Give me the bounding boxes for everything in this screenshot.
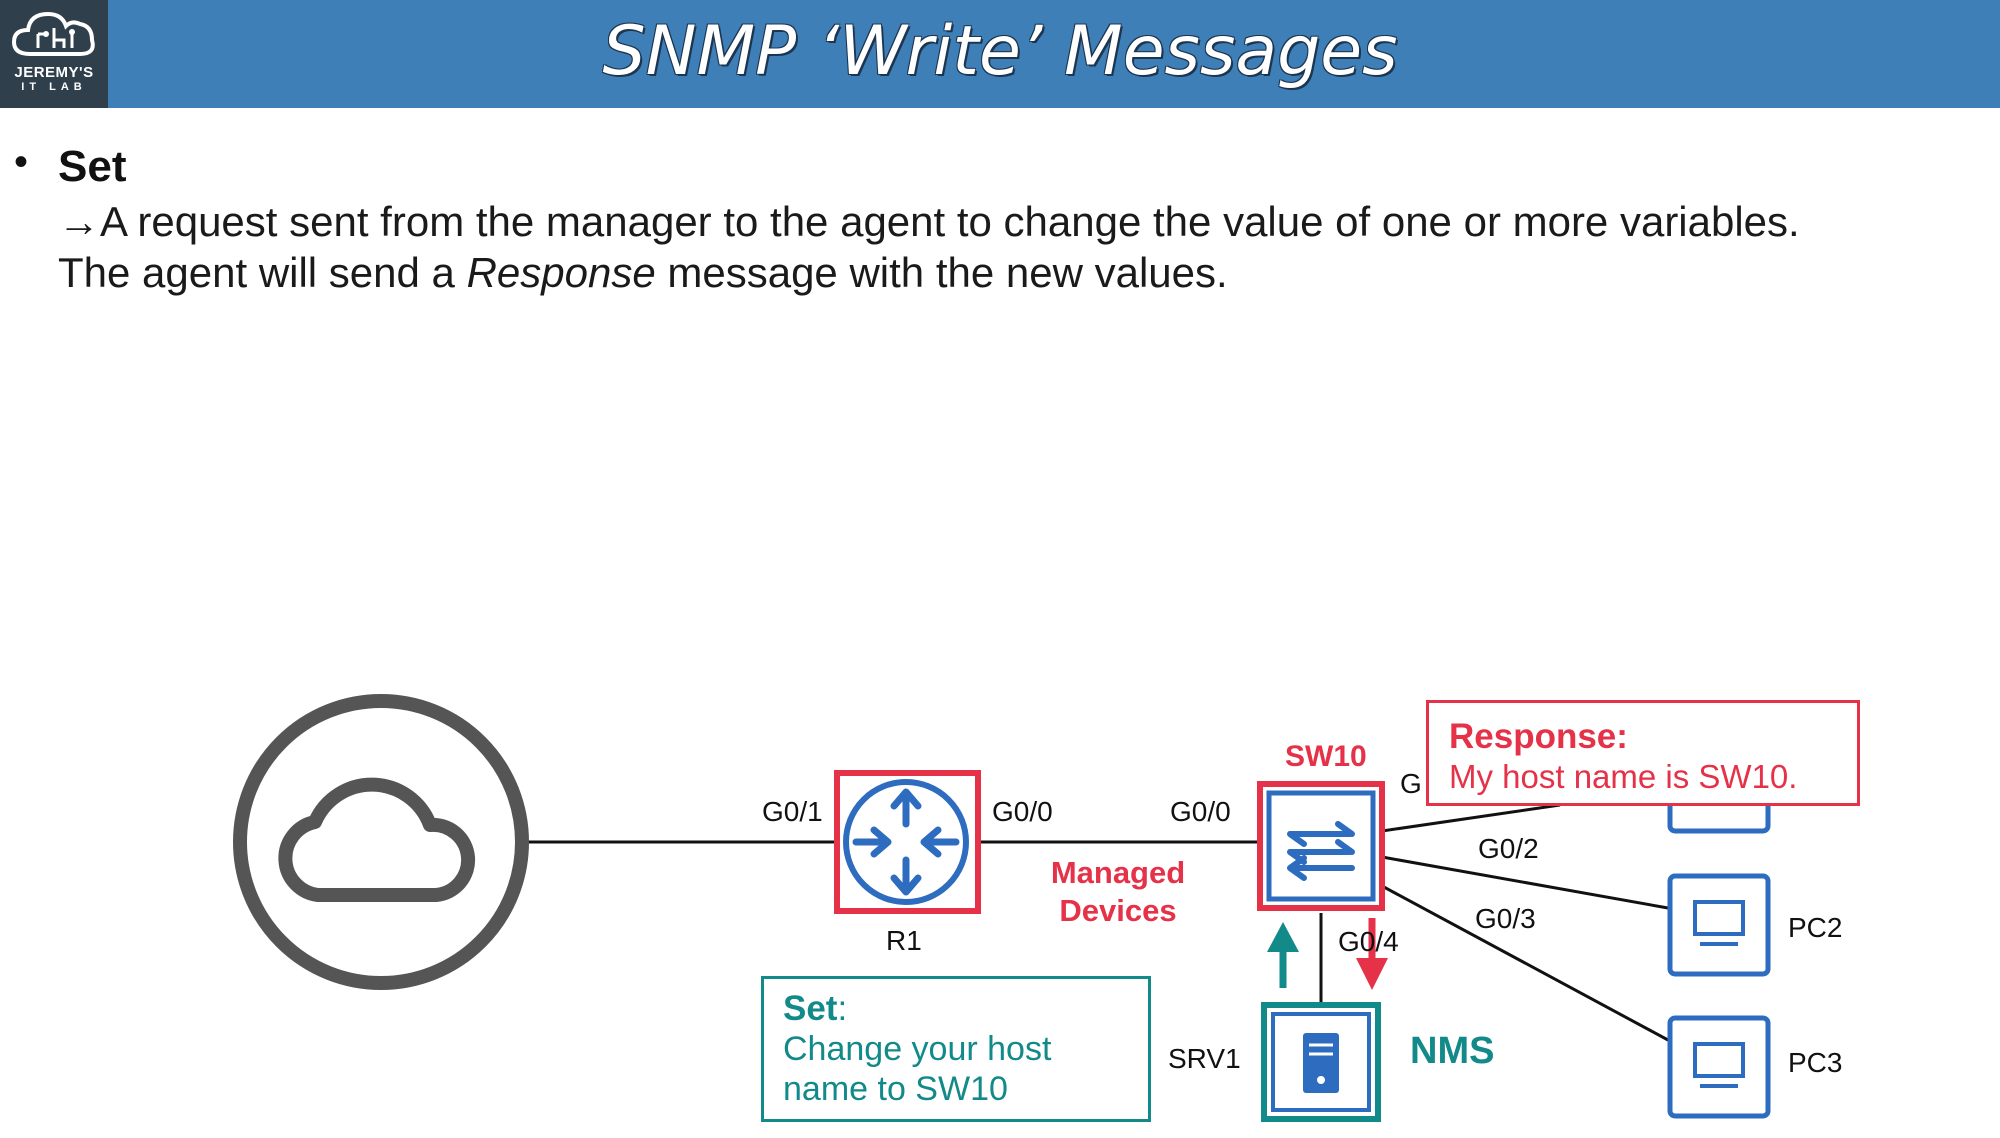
- set-callout-colon: :: [837, 989, 848, 1028]
- bullet-dot: •: [14, 140, 29, 184]
- logo-line-1: JEREMY'S: [14, 64, 94, 81]
- set-callout-title: Set:: [783, 989, 1129, 1029]
- bullet-heading: Set: [58, 142, 127, 191]
- sw10-port-left-label: G0/0: [1170, 796, 1231, 827]
- srv1-name-label: SRV1: [1168, 1043, 1241, 1074]
- sw10-name-label: SW10: [1285, 740, 1367, 773]
- slide-title: SNMP ‘Write’ Messages: [602, 12, 1398, 91]
- bullet-description: →A request sent from the manager to the …: [58, 196, 1988, 298]
- r1-name-label: R1: [886, 925, 922, 956]
- response-callout: Response: My host name is SW10.: [1426, 700, 1860, 806]
- pc3-name-label: PC3: [1788, 1047, 1843, 1078]
- managed-devices-line-1: Managed: [1050, 855, 1186, 890]
- sw10-port-srv-label: G0/4: [1338, 926, 1399, 957]
- desc-text-after: message with the new values.: [655, 249, 1228, 296]
- link-sw10-pc3: [1381, 884, 1669, 1042]
- set-callout-title-word: Set: [783, 989, 838, 1028]
- link-sw10-pc1: [1381, 803, 1561, 833]
- set-callout-line-2: name to SW10: [783, 1070, 1008, 1108]
- response-arrow-down-icon: [1356, 918, 1388, 990]
- set-callout: Set: Change your host name to SW10: [761, 976, 1151, 1122]
- switch-sw10-icon: [1257, 781, 1385, 911]
- jeremys-it-lab-logo: JEREMY'S IT LAB: [0, 0, 108, 108]
- logo-line-2: IT LAB: [21, 81, 87, 93]
- pc2-icon: [1667, 873, 1771, 977]
- description-line-2: The agent will send a Response message w…: [58, 247, 1988, 298]
- router-r1-icon: [834, 770, 981, 914]
- managed-devices-line-2: Devices: [1059, 893, 1177, 928]
- response-callout-text: My host name is SW10.: [1449, 758, 1798, 795]
- managed-devices-label: Managed Devices: [1044, 854, 1192, 930]
- server-srv1-icon: [1261, 1002, 1381, 1122]
- set-arrow-up-icon: [1267, 922, 1299, 988]
- link-sw10-pc2: [1381, 855, 1669, 910]
- sw10-port-pc3-label: G0/3: [1475, 903, 1536, 934]
- sw10-port-top-partial-label: G: [1400, 768, 1422, 799]
- cloud-logo-icon: [11, 11, 95, 56]
- title-bar: JEREMY'S IT LAB SNMP ‘Write’ Messages: [0, 0, 2000, 108]
- description-line-1: →A request sent from the manager to the …: [58, 198, 1800, 245]
- nms-label: NMS: [1410, 1030, 1495, 1072]
- sw10-port-pc2-label: G0/2: [1478, 833, 1539, 864]
- desc-text-italic: Response: [466, 249, 656, 296]
- pc3-icon: [1667, 1015, 1771, 1119]
- response-callout-title: Response:: [1449, 717, 1628, 756]
- desc-text-before: The agent will send a: [58, 249, 467, 296]
- r1-port-left-label: G0/1: [762, 796, 823, 827]
- r1-port-right-label: G0/0: [992, 796, 1053, 827]
- pc2-name-label: PC2: [1788, 912, 1843, 943]
- internet-cloud-icon: [233, 694, 529, 990]
- set-callout-line-1: Change your host: [783, 1030, 1052, 1068]
